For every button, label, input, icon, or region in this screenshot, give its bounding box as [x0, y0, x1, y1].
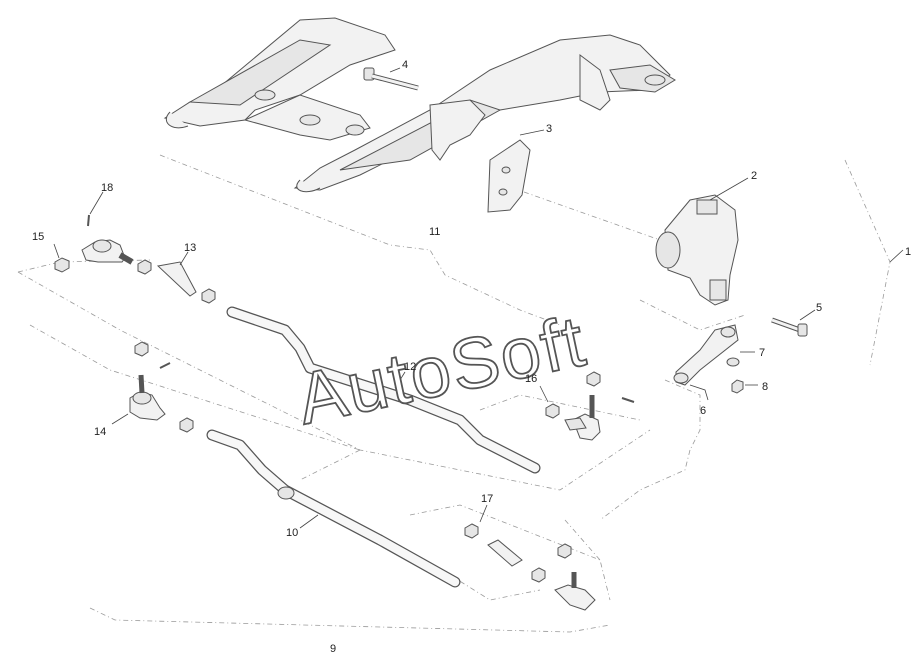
assembly-bracket-lines [17, 154, 891, 633]
steering-gear-bracket [487, 139, 531, 213]
nut-13a [137, 259, 152, 275]
cotter-pin-18 [87, 214, 90, 227]
callout-3: 3 [546, 123, 552, 135]
nut-16b [586, 371, 601, 387]
nut-lower-right [557, 543, 572, 559]
tie-rod-end-14 [129, 374, 166, 421]
callout-17: 17 [481, 493, 493, 505]
drag-link-12 [226, 306, 541, 474]
watermark-text: AutoSoft [291, 301, 593, 440]
callout-8: 8 [762, 381, 768, 393]
nut-14 [134, 341, 149, 357]
callout-14: 14 [94, 426, 106, 438]
nut-15 [54, 257, 70, 273]
callout-15: 15 [32, 231, 44, 243]
nut-10a [179, 417, 194, 433]
tie-rod-end-lower-right [554, 572, 596, 611]
frame-assembly [163, 17, 676, 193]
callout-4: 4 [402, 59, 408, 71]
callout-10: 10 [286, 527, 298, 539]
nut-16 [545, 403, 560, 419]
tie-rod-end-left-upper [81, 239, 134, 265]
nut-17b [531, 567, 546, 583]
steering-gear [655, 194, 739, 306]
adjusting-sleeve-13 [156, 261, 197, 297]
bolt-5 [771, 317, 808, 337]
callout-18: 18 [101, 182, 113, 194]
adjusting-sleeve-17 [487, 539, 523, 567]
nut-13b [201, 288, 216, 304]
callout-11: 11 [429, 226, 440, 238]
nut-17 [464, 523, 479, 539]
callout-16: 16 [525, 373, 537, 385]
cotter-pin-14 [159, 362, 171, 369]
callout-6: 6 [700, 405, 706, 417]
callout-5: 5 [816, 302, 822, 314]
bolt-4 [363, 67, 419, 91]
tie-rod-10 [206, 429, 461, 588]
callout-7: 7 [759, 347, 765, 359]
callout-12: 12 [404, 361, 416, 373]
tie-rod-end-16 [564, 395, 601, 441]
nut-8 [731, 379, 744, 394]
leader-lines [53, 67, 904, 529]
callout-2: 2 [751, 170, 757, 182]
callout-13: 13 [184, 242, 196, 254]
washer-7 [726, 357, 740, 367]
pitman-arm [673, 324, 739, 386]
callout-9: 9 [330, 643, 336, 655]
cotter-pin-16 [621, 397, 635, 403]
callout-1: 1 [905, 246, 911, 258]
callout-labels: 1 2 3 4 5 6 7 8 9 10 11 12 13 14 15 16 1… [32, 59, 911, 655]
